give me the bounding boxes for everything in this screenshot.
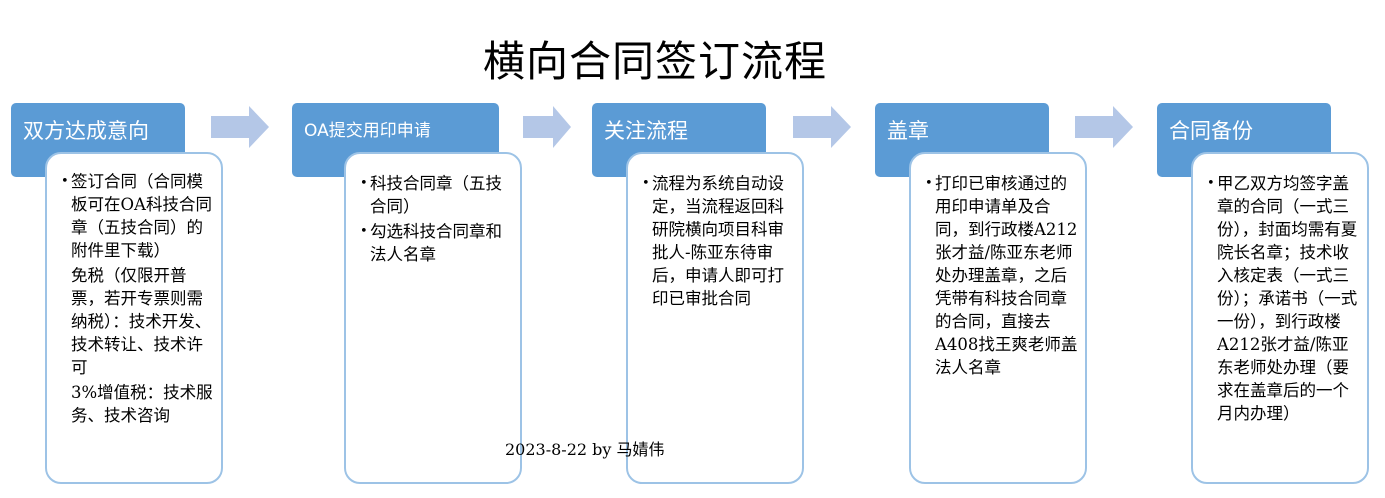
- step-1-bullet-1: 签订合同（合同模板可在OA科技合同章（五技合同）的附件里下载）: [61, 170, 215, 262]
- arrow-1-icon: [211, 106, 269, 148]
- step-1-header-label: 双方达成意向: [23, 119, 149, 143]
- arrow-2-icon: [523, 106, 571, 148]
- step-5-card: 甲乙双方均签字盖章的合同（一式三份），封面均需有夏院长名章；技术收入核定表（一式…: [1191, 152, 1369, 484]
- step-1-paragraph-2: 3%增值税：技术服务、技术咨询: [71, 383, 213, 425]
- step-1-paragraph-1: 免税（仅限开普票，若开专票则需纳税）：技术开发、技术转让、技术许可: [71, 266, 212, 377]
- step-3-bullet-1: 流程为系统自动设定，当流程返回科研院横向项目科审批人-陈亚东待审后，申请人即可打…: [642, 172, 796, 310]
- step-4-header-label: 盖章: [887, 119, 929, 143]
- step-2-bullet-2: 勾选科技合同章和法人名章: [360, 220, 514, 266]
- arrow-4-icon: [1075, 106, 1133, 148]
- step-2-bullet-1: 科技合同章（五技合同）: [360, 172, 514, 218]
- step-1-card: 签订合同（合同模板可在OA科技合同章（五技合同）的附件里下载） 免税（仅限开普票…: [45, 152, 223, 484]
- step-4-bullet-1: 打印已审核通过的用印申请单及合同，到行政楼A212张才益/陈亚东老师处办理盖章，…: [925, 172, 1079, 379]
- step-3-card: 流程为系统自动设定，当流程返回科研院横向项目科审批人-陈亚东待审后，申请人即可打…: [626, 152, 804, 484]
- step-3-header-label: 关注流程: [604, 119, 688, 143]
- step-5-header-label: 合同备份: [1169, 119, 1253, 143]
- step-5-bullet-1: 甲乙双方均签字盖章的合同（一式三份），封面均需有夏院长名章；技术收入核定表（一式…: [1207, 172, 1361, 425]
- arrow-3-icon: [793, 106, 851, 148]
- step-2-header-label: OA提交用印申请: [304, 121, 431, 141]
- diagram-title: 横向合同签订流程: [482, 37, 827, 86]
- step-2-card: 科技合同章（五技合同） 勾选科技合同章和法人名章: [344, 152, 522, 484]
- footer-credit: 2023-8-22 by 马婧伟: [505, 440, 665, 459]
- step-4-card: 打印已审核通过的用印申请单及合同，到行政楼A212张才益/陈亚东老师处办理盖章，…: [909, 152, 1087, 484]
